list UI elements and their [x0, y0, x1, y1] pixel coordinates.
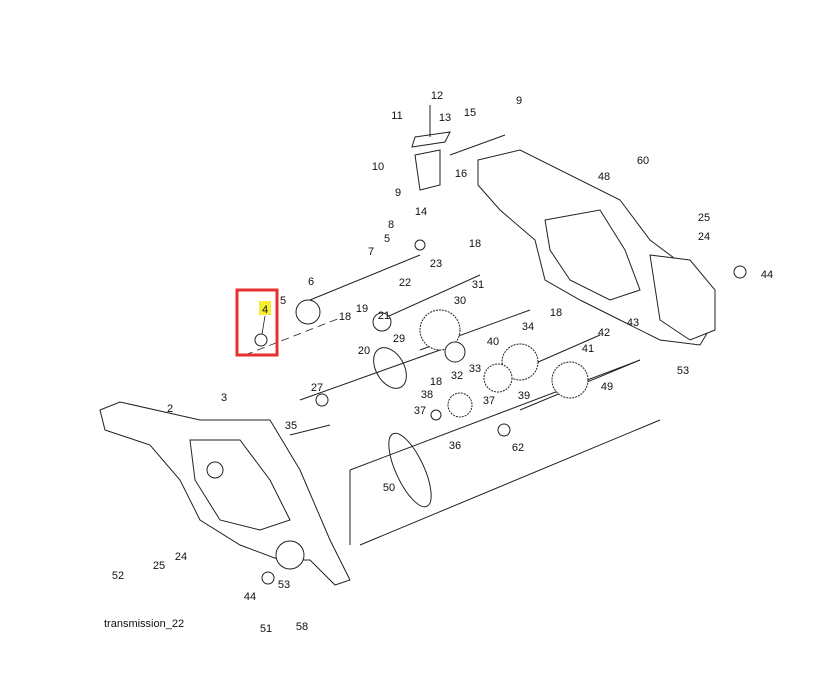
gear-6	[295, 299, 321, 325]
callout-24: 24	[175, 551, 187, 563]
callout-44: 44	[244, 591, 256, 603]
callout-30: 30	[454, 295, 466, 307]
callout-6: 6	[308, 276, 314, 288]
highlight-box	[235, 288, 279, 357]
callout-29: 29	[393, 333, 405, 345]
bearing-44	[733, 265, 747, 279]
callout-10: 10	[372, 161, 384, 173]
callout-52: 52	[112, 570, 124, 582]
bearing-27	[315, 393, 329, 407]
gear-21	[372, 312, 392, 332]
chain-29	[373, 347, 407, 389]
callout-51: 51	[260, 623, 272, 635]
callout-8: 8	[388, 219, 394, 231]
left-housing-frame	[99, 401, 351, 586]
callout-12: 12	[431, 90, 443, 102]
callout-27: 27	[311, 382, 323, 394]
callout-23: 23	[430, 258, 442, 270]
callout-7: 7	[368, 246, 374, 258]
callout-43: 43	[627, 317, 639, 329]
callout-18: 18	[339, 311, 351, 323]
callout-35: 35	[285, 420, 297, 432]
callout-62: 62	[512, 442, 524, 454]
bearing-8	[414, 239, 426, 251]
callout-37: 37	[414, 405, 426, 417]
callout-9: 9	[516, 95, 522, 107]
callout-19: 19	[356, 303, 368, 315]
callout-58: 58	[296, 621, 308, 633]
bearing-44b	[261, 571, 275, 585]
callout-15: 15	[464, 107, 476, 119]
callout-11: 11	[391, 110, 402, 122]
center-line	[244, 317, 341, 356]
right-housing-inner	[544, 209, 641, 301]
callout-39: 39	[518, 390, 530, 402]
shaft-27	[299, 349, 441, 401]
callout-4: 4	[262, 304, 268, 316]
callout-22: 22	[399, 277, 411, 289]
callout-9: 9	[395, 187, 401, 199]
callout-18: 18	[430, 376, 442, 388]
callout-25: 25	[153, 560, 165, 572]
highlight-label-bg	[259, 301, 271, 315]
callout-42: 42	[598, 327, 610, 339]
callout-14: 14	[415, 206, 427, 218]
callout-38: 38	[421, 389, 433, 401]
right-cover	[649, 254, 716, 341]
callout-5: 5	[384, 233, 390, 245]
sprocket-30	[419, 309, 461, 351]
part-4-washer	[254, 333, 268, 347]
left-housing-bearing	[275, 540, 305, 570]
callout-24: 24	[698, 231, 710, 243]
shaft-23	[379, 274, 481, 321]
callout-31: 31	[472, 279, 484, 291]
callout-5: 5	[280, 295, 286, 307]
bearing-62	[497, 423, 511, 437]
right-housing-frame	[477, 149, 716, 346]
callout-53: 53	[677, 365, 689, 377]
left-hub	[206, 461, 224, 479]
callout-2: 2	[167, 403, 173, 415]
shaft-7	[309, 254, 421, 301]
chain-50	[388, 432, 432, 508]
frame-rail	[349, 359, 661, 546]
callout-20: 20	[358, 345, 370, 357]
callout-49: 49	[601, 381, 613, 393]
callout-37: 37	[483, 395, 495, 407]
callout-40: 40	[487, 336, 499, 348]
callout-13: 13	[439, 112, 451, 124]
sprocket-40	[501, 343, 539, 381]
callout-18: 18	[469, 238, 481, 250]
callout-60: 60	[637, 155, 649, 167]
callout-33: 33	[469, 363, 481, 375]
callout-34: 34	[522, 321, 534, 333]
bracket-14	[414, 149, 441, 191]
plate-13	[411, 131, 451, 148]
callout-41: 41	[582, 343, 594, 355]
callout-48: 48	[598, 171, 610, 183]
sprocket-39	[483, 363, 513, 393]
bearing-37	[430, 409, 442, 421]
callout-3: 3	[221, 392, 227, 404]
left-housing-inner	[189, 439, 291, 531]
callout-50: 50	[383, 482, 395, 494]
callout-32: 32	[451, 370, 463, 382]
callout-16: 16	[455, 168, 467, 180]
rod-16	[449, 134, 506, 156]
callout-53: 53	[278, 579, 290, 591]
callout-36: 36	[449, 440, 461, 452]
callout-18: 18	[550, 307, 562, 319]
shaft-35	[289, 424, 331, 436]
gear-33	[444, 341, 466, 363]
callout-21: 21	[378, 310, 390, 322]
callout-25: 25	[698, 212, 710, 224]
diagram-caption: transmission_22	[104, 618, 185, 630]
callout-44: 44	[761, 269, 773, 281]
gear-38	[447, 392, 473, 418]
sprocket-49	[551, 361, 589, 399]
